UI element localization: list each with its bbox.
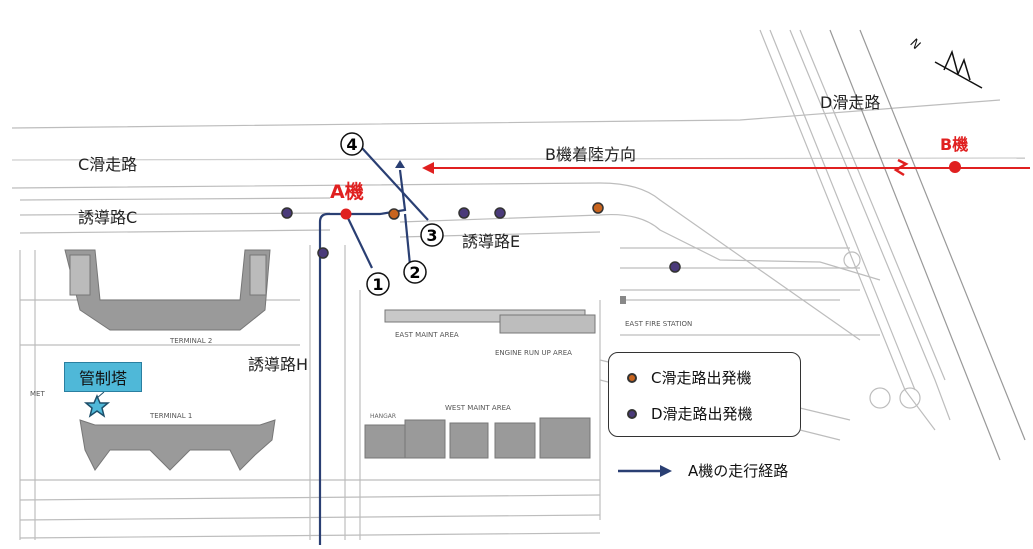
runway-c-label: C滑走路 bbox=[78, 155, 137, 174]
d-departure-marker bbox=[494, 207, 506, 219]
a-aircraft-route bbox=[318, 147, 429, 545]
legend-route-label: A機の走行経路 bbox=[688, 462, 789, 480]
terminal-2-label: TERMINAL 2 bbox=[169, 337, 212, 345]
legend-route: A機の走行経路 bbox=[616, 460, 788, 481]
d-departure-marker bbox=[317, 247, 329, 259]
b-aircraft-label: B機 bbox=[940, 135, 968, 154]
control-tower-star bbox=[83, 394, 111, 418]
d-departure-dot-icon bbox=[627, 408, 637, 419]
c-departure-marker bbox=[592, 202, 604, 214]
terminal-1-label: TERMINAL 1 bbox=[149, 412, 192, 420]
route-arrow-icon bbox=[618, 464, 672, 477]
b-landing-arrowhead bbox=[422, 162, 434, 174]
legend-d-departure: D滑走路出発機 bbox=[627, 403, 753, 424]
compass-north-letter: N bbox=[907, 36, 923, 52]
taxiway-e-label: 誘導路E bbox=[462, 232, 520, 251]
taxiway-c-label: 誘導路C bbox=[78, 208, 137, 227]
runway-d-label: D滑走路 bbox=[820, 93, 880, 112]
d-departure-marker bbox=[281, 207, 293, 219]
terminal-2-building bbox=[64, 249, 271, 331]
step-3-number: 3 bbox=[426, 226, 437, 245]
met-label: MET bbox=[30, 390, 45, 398]
d-departure-marker bbox=[458, 207, 470, 219]
b-landing-direction-label: B機着陸方向 bbox=[545, 145, 636, 164]
east-fire-station-label: EAST FIRE STATION bbox=[625, 320, 692, 328]
hangar-label: HANGAR bbox=[370, 413, 396, 420]
step-2-number: 2 bbox=[409, 263, 420, 282]
legend-c-departure: C滑走路出発機 bbox=[627, 367, 751, 388]
a-route-arrowhead bbox=[395, 160, 405, 168]
d-departure-markers bbox=[281, 207, 681, 273]
step-4-number: 4 bbox=[346, 135, 357, 154]
b-aircraft-marker bbox=[949, 161, 961, 173]
fire-station-marker bbox=[620, 296, 626, 304]
control-tower-label: 管制塔 bbox=[64, 362, 142, 392]
legend-c-departure-label: C滑走路出発機 bbox=[651, 369, 752, 387]
west-maint-area-label: WEST MAINT AREA bbox=[445, 404, 511, 412]
route-steps: 1 2 3 4 bbox=[340, 132, 444, 296]
a-aircraft-label: A機 bbox=[330, 180, 364, 203]
step-1-number: 1 bbox=[372, 275, 383, 294]
east-maint-area-label: EAST MAINT AREA bbox=[395, 331, 459, 339]
step-4-circle bbox=[340, 132, 364, 156]
c-departure-markers bbox=[388, 202, 604, 220]
hangar-buildings bbox=[364, 309, 596, 459]
compass-icon: N bbox=[907, 36, 983, 89]
d-departure-marker bbox=[669, 261, 681, 273]
legend: C滑走路出発機 D滑走路出発機 bbox=[608, 352, 801, 437]
c-departure-dot-icon bbox=[627, 372, 637, 383]
legend-d-departure-label: D滑走路出発機 bbox=[651, 405, 753, 423]
step-1-circle bbox=[366, 272, 390, 296]
tower-pointer bbox=[96, 391, 105, 399]
step-2-circle bbox=[403, 260, 427, 284]
engine-run-up-area-label: ENGINE RUN UP AREA bbox=[495, 349, 572, 357]
c-departure-marker bbox=[388, 208, 400, 220]
airport-layout bbox=[11, 29, 1026, 540]
step-3-circle bbox=[420, 223, 444, 247]
terminal-1-building bbox=[79, 419, 276, 471]
a-aircraft-marker bbox=[340, 208, 352, 220]
break-symbol bbox=[893, 158, 909, 177]
taxiway-h-label: 誘導路H bbox=[248, 355, 308, 374]
